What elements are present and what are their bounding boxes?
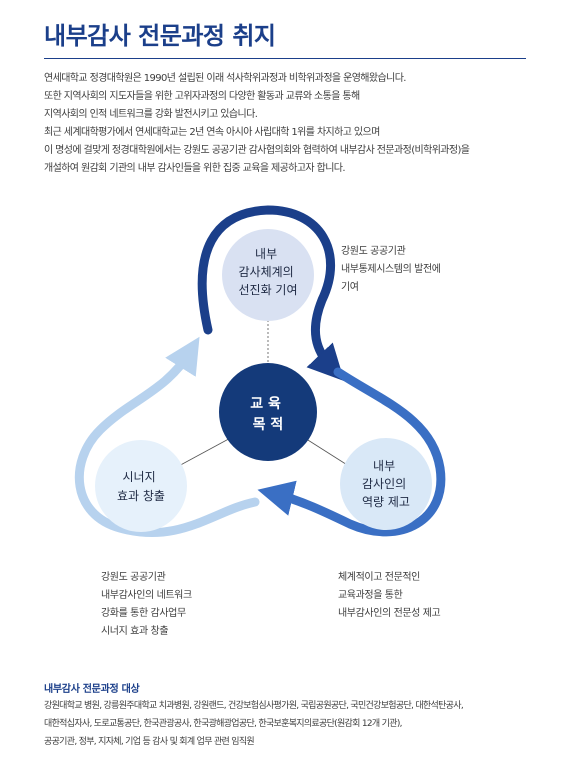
note-line: 강원도 공공기관	[101, 572, 166, 583]
intro-line: 연세대학교 정경대학원은 1990년 설립된 이래 석사학위과정과 비학위과정을…	[44, 73, 406, 84]
left-circle-label: 효과 창출	[117, 489, 165, 503]
top-circle-label: 선진화 기여	[238, 283, 297, 297]
note-line: 내부감사인의 전문성 제고	[338, 608, 441, 619]
intro-paragraph: 연세대학교 정경대학원은 1990년 설립된 이래 석사학위과정과 비학위과정을…	[44, 70, 544, 178]
svg-text:교 육 목 적: 교 육 목 적	[250, 396, 286, 433]
note-line: 시너지 효과 창출	[101, 626, 169, 637]
note-right: 체계적이고 전문적인 교육과정을 통한 내부감사인의 전문성 제고	[338, 569, 441, 623]
svg-text:내부 감사체계의 선진화 기여: 내부 감사체계의 선진화 기여	[238, 247, 297, 297]
note-line: 강원도 공공기관	[341, 246, 406, 257]
note-line: 교육과정을 통한	[338, 590, 403, 601]
target-line: 강원대학교 병원, 강릉원주대학교 치과병원, 강원랜드, 건강보험심사평가원,…	[44, 701, 464, 711]
svg-text:내부 감사인의 역량 제고: 내부 감사인의 역량 제고	[362, 459, 410, 509]
right-circle	[340, 438, 432, 530]
arc-arrow-dark	[197, 205, 345, 382]
note-top: 강원도 공공기관 내부통제시스템의 발전에 기여	[341, 243, 441, 297]
note-line: 체계적이고 전문적인	[338, 572, 420, 583]
title-divider	[44, 58, 526, 59]
note-line: 강화를 통한 감사업무	[101, 608, 186, 619]
note-line: 내부통제시스템의 발전에	[341, 264, 441, 275]
target-line: 대한적십자사, 도로교통공단, 한국관광공사, 한국광해광업공단, 한국보훈복지…	[44, 719, 403, 729]
note-left: 강원도 공공기관 내부감사인의 네트워크 강화를 통한 감사업무 시너지 효과 …	[101, 569, 192, 641]
top-circle	[222, 229, 314, 321]
target-list: 강원대학교 병원, 강릉원주대학교 치과병원, 강원랜드, 건강보험심사평가원,…	[44, 697, 464, 751]
note-line: 기여	[341, 282, 359, 293]
center-circle-label: 교 육	[250, 396, 281, 412]
purpose-diagram: 내부 감사체계의 선진화 기여 내부 감사인의 역량 제고 시너지 효과 창출 …	[74, 205, 446, 537]
intro-line: 최근 세계대학평가에서 연세대학교는 2년 연속 아시아 사립대학 1위를 차지…	[44, 127, 380, 138]
target-line: 공공기관, 정부, 지자체, 기업 등 감사 및 회계 업무 관련 임직원	[44, 737, 255, 747]
top-circle-label: 내부	[255, 247, 277, 261]
left-circle	[95, 440, 187, 532]
right-circle-label: 역량 제고	[362, 495, 410, 509]
connector-line	[174, 434, 237, 469]
intro-line: 또한 지역사회의 지도자들을 위한 고위자과정의 다양한 활동과 교류와 소통을…	[44, 91, 360, 102]
center-circle	[219, 363, 317, 461]
right-circle-label: 내부	[373, 459, 395, 473]
center-circle-label: 목 적	[253, 416, 284, 433]
arc-arrow-light	[74, 336, 260, 537]
connector-line	[299, 434, 353, 469]
intro-line: 지역사회의 인적 네트워크를 강화 발전시키고 있습니다.	[44, 109, 258, 120]
page-title: 내부감사 전문과정 취지	[44, 22, 276, 50]
right-circle-label: 감사인의	[362, 477, 406, 491]
target-heading: 내부감사 전문과정 대상	[44, 684, 140, 695]
intro-line: 이 명성에 걸맞게 정경대학원에서는 강원도 공공기관 감사협의회와 협력하여 …	[44, 145, 470, 156]
svg-text:시너지 효과 창출: 시너지 효과 창출	[117, 470, 165, 503]
left-circle-label: 시너지	[123, 470, 156, 484]
note-line: 내부감사인의 네트워크	[101, 590, 192, 601]
intro-line: 개설하여 원감회 기관의 내부 감사인들을 위한 집중 교육을 제공하고자 합니…	[44, 163, 346, 174]
top-circle-label: 감사체계의	[238, 265, 293, 279]
arc-arrow-mid	[257, 367, 446, 537]
